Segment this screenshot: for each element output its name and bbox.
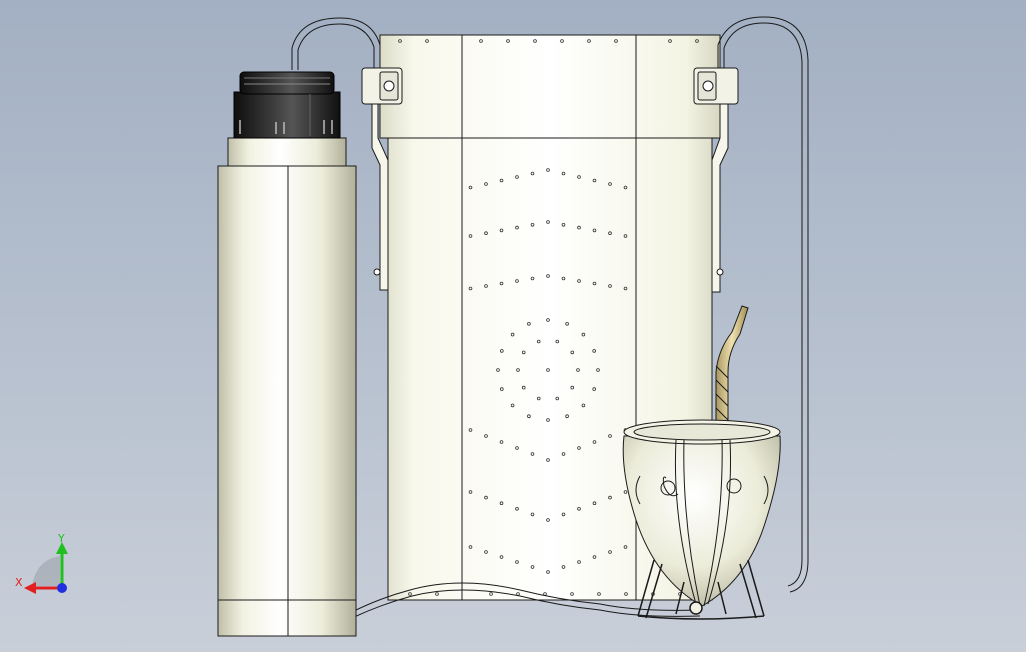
triad-y-label: Y	[57, 532, 65, 545]
left-strap[interactable]	[291, 17, 389, 291]
z-axis-dot	[57, 583, 67, 593]
coordinate-triad: Y X	[15, 532, 68, 594]
right-strap[interactable]	[711, 16, 809, 593]
gourd-stand	[637, 559, 765, 620]
mate-gourd[interactable]	[622, 419, 781, 620]
bottom-strap[interactable]	[351, 582, 701, 613]
left-strap-buckle[interactable]	[361, 67, 403, 105]
stitch-holes	[398, 39, 699, 596]
thermos[interactable]	[217, 137, 357, 637]
thermos-neck	[227, 137, 347, 167]
thermos-cap[interactable]	[233, 71, 341, 139]
right-strap-buckle[interactable]	[693, 67, 739, 105]
triad-x-label: X	[15, 576, 23, 589]
y-axis-arrowhead	[56, 542, 68, 554]
x-axis-arrowhead	[24, 582, 36, 594]
bombilla[interactable]	[715, 305, 749, 431]
bottom-strap-edge	[351, 589, 701, 619]
